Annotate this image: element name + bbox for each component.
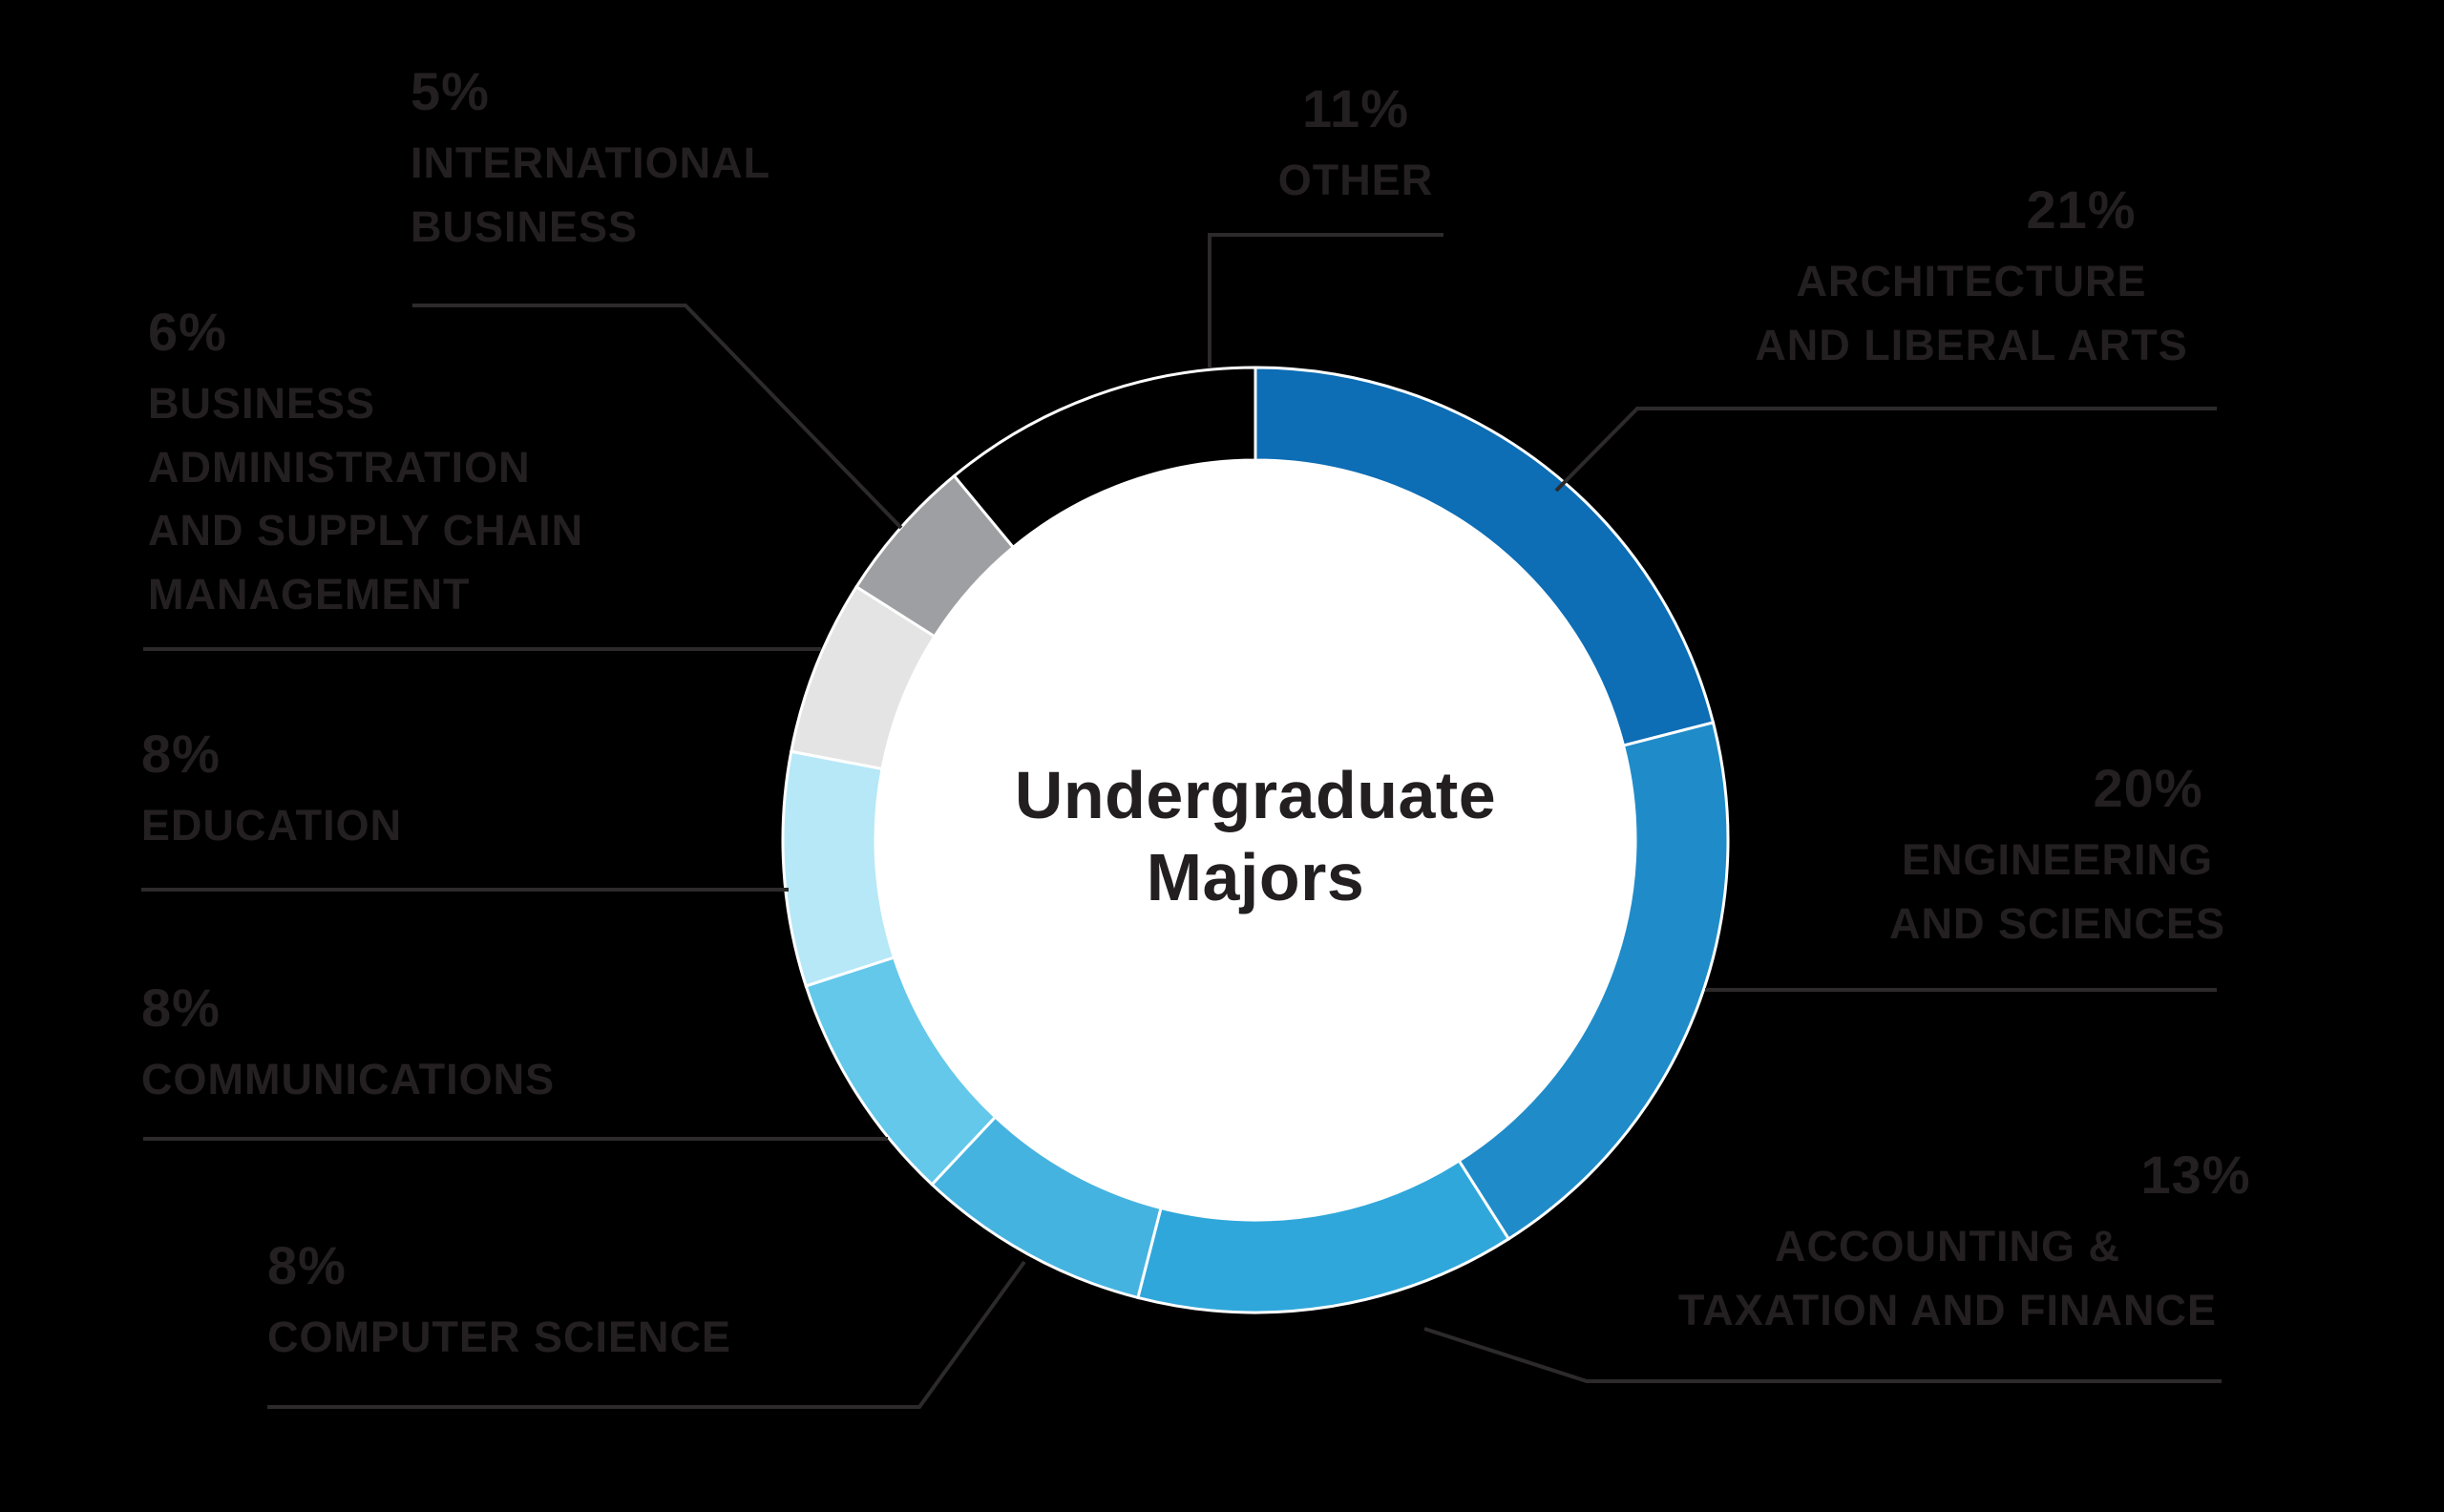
label-engineering: 20% ENGINEERING AND SCIENCES	[1814, 762, 2301, 956]
label-architecture-percent: 21%	[2026, 179, 2137, 240]
label-business-admin-line1: BUSINESS	[148, 379, 376, 428]
label-international-business-percent: 5%	[411, 61, 490, 121]
label-other: 11% OTHER	[1222, 82, 1489, 213]
donut-center	[875, 460, 1635, 1220]
leader-lines	[141, 233, 2222, 1409]
chart-title: Undergraduate Majors	[826, 754, 1685, 918]
label-other-percent: 11%	[1302, 78, 1409, 138]
label-other-text: OTHER	[1277, 156, 1434, 204]
label-communications: 8% COMMUNICATIONS	[141, 981, 733, 1112]
label-computer-science-percent: 8%	[267, 1235, 347, 1295]
chart-title-line1: Undergraduate	[1014, 758, 1497, 832]
label-architecture-line1: ARCHITECTURE	[1796, 257, 2147, 305]
label-communications-text: COMMUNICATIONS	[141, 1055, 556, 1103]
label-education-percent: 8%	[141, 724, 221, 784]
label-communications-percent: 8%	[141, 977, 221, 1038]
leader-line-other	[1208, 233, 1443, 368]
label-accounting-line1: ACCOUNTING &	[1775, 1222, 2120, 1270]
label-business-admin-percent: 6%	[148, 302, 227, 362]
label-architecture-line2: AND LIBERAL ARTS	[1755, 320, 2188, 369]
leader-line-architecture	[1554, 407, 2217, 493]
leader-line-computer-science	[267, 1260, 1026, 1409]
label-engineering-line2: AND SCIENCES	[1888, 898, 2226, 948]
label-accounting-percent: 13%	[2140, 1144, 2251, 1205]
leader-line-accounting	[1423, 1327, 2222, 1383]
label-international-business-line1: INTERNATIONAL	[411, 138, 771, 187]
label-business-admin-line2: ADMINISTRATION	[148, 442, 531, 492]
label-business-admin: 6% BUSINESS ADMINISTRATION AND SUPPLY CH…	[148, 305, 740, 626]
label-international-business: 5% INTERNATIONAL BUSINESS	[411, 65, 907, 259]
label-international-business-line2: BUSINESS	[411, 201, 639, 251]
label-accounting-line2: TAXATION AND FINANCE	[1677, 1285, 2218, 1334]
label-education: 8% EDUCATION	[141, 727, 638, 858]
label-engineering-percent: 20%	[2093, 758, 2203, 818]
label-accounting: 13% ACCOUNTING & TAXATION AND FINANCE	[1613, 1148, 2282, 1342]
label-business-admin-line4: MANAGEMENT	[148, 569, 471, 619]
label-computer-science-text: COMPUTER SCIENCE	[267, 1312, 732, 1361]
leader-line-international-business	[412, 304, 903, 530]
label-engineering-line1: ENGINEERING	[1901, 835, 2214, 884]
label-business-admin-line3: AND SUPPLY CHAIN	[148, 506, 584, 556]
donut-segments	[781, 366, 1730, 1314]
chart-title-line2: Majors	[1146, 840, 1365, 915]
label-architecture: 21% ARCHITECTURE AND LIBERAL ARTS	[1728, 183, 2215, 377]
label-education-text: EDUCATION	[141, 801, 403, 850]
label-computer-science: 8% COMPUTER SCIENCE	[267, 1239, 859, 1370]
